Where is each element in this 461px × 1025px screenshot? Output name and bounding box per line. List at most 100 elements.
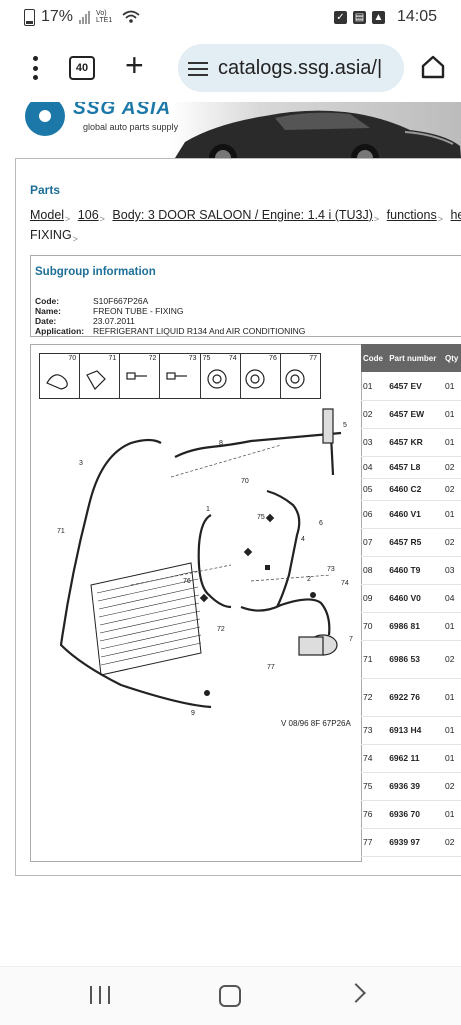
row-part-number[interactable]: 6457 EV [387, 372, 444, 401]
row-code: 01 [361, 372, 388, 401]
callout-8: 8 [219, 440, 223, 447]
diagram-reference: V 08/96 8F 67P26A [281, 719, 351, 728]
col-code: Code [361, 344, 388, 372]
system-nav-bar [0, 966, 461, 1025]
row-qty: 01 [443, 400, 461, 429]
callout-7: 7 [349, 636, 353, 643]
row-code: 71 [361, 640, 388, 679]
callout-9: 9 [191, 710, 195, 717]
back-icon[interactable] [346, 983, 366, 1003]
legend-cell: 70 [40, 354, 81, 398]
row-qty: 01 [443, 678, 461, 717]
col-part-number: Part number [387, 344, 444, 372]
row-code: 75 [361, 772, 388, 801]
gallery-notification-icon: ▲ [371, 10, 385, 24]
row-qty: 01 [443, 500, 461, 529]
status-bar: 17% Vo) LTE1 ✓ ▤ ▲ 14:05 [0, 0, 461, 34]
row-part-number[interactable]: 6457 L8 [387, 456, 444, 479]
row-code: 06 [361, 500, 388, 529]
row-part-number[interactable]: 6986 81 [387, 612, 444, 641]
row-part-number[interactable]: 6936 39 [387, 772, 444, 801]
network-label: Vo) LTE1 [96, 10, 113, 24]
browser-toolbar: 40 + catalogs.ssg.asia/| [0, 34, 461, 102]
battery-percent: 17% [41, 8, 74, 25]
row-part-number[interactable]: 6922 76 [387, 678, 444, 717]
signal-icon [79, 10, 91, 24]
tab-switcher-button[interactable]: 40 [69, 56, 95, 80]
car-image [175, 110, 461, 158]
row-part-number[interactable]: 6457 R5 [387, 528, 444, 557]
battery-icon [24, 8, 35, 26]
callout-4: 4 [301, 536, 305, 543]
site-logo[interactable]: SSG ASIA [73, 102, 172, 119]
breadcrumb-current: FIXING [30, 228, 72, 242]
home-icon[interactable] [420, 54, 446, 80]
row-qty: 01 [443, 372, 461, 401]
row-code: 73 [361, 716, 388, 745]
new-tab-icon[interactable]: + [125, 47, 144, 83]
subgroup-heading: Subgroup information [35, 266, 156, 278]
row-code: 09 [361, 584, 388, 613]
legend-cell: 77 [309, 355, 317, 362]
site-banner: SSG ASIA global auto parts supply [15, 102, 461, 158]
row-qty: 04 [443, 584, 461, 613]
row-qty: 01 [443, 428, 461, 457]
row-part-number[interactable]: 6460 T9 [387, 556, 444, 585]
legend-cell: 71 [80, 354, 121, 398]
legend-cell: 76 [241, 354, 281, 398]
row-part-number[interactable]: 6986 53 [387, 640, 444, 679]
callout-71: 71 [57, 528, 65, 535]
breadcrumb-functions[interactable]: functions [386, 208, 437, 222]
callout-70: 70 [241, 478, 249, 485]
breadcrumb-body-engine[interactable]: Body: 3 DOOR SALOON / Engine: 1.4 i (TU3… [112, 208, 373, 222]
row-part-number[interactable]: 6460 C2 [387, 478, 444, 501]
logo-gear-icon [25, 102, 65, 136]
more-options-icon[interactable] [20, 56, 50, 80]
url-text[interactable]: catalogs.ssg.asia/| [218, 56, 383, 79]
breadcrumb-model[interactable]: Model [30, 208, 65, 222]
row-part-number[interactable]: 6460 V1 [387, 500, 444, 529]
address-bar[interactable]: catalogs.ssg.asia/| [178, 44, 404, 92]
callout-2: 2 [307, 576, 311, 583]
row-part-number[interactable]: 6962 11 [387, 744, 444, 773]
site-tagline: global auto parts supply [83, 122, 179, 132]
row-qty: 02 [443, 772, 461, 801]
row-part-number[interactable]: 6939 97 [387, 828, 444, 857]
callout-72: 72 [217, 626, 225, 633]
table-header-row: Code Part number Qty [361, 344, 461, 372]
home-button-icon[interactable] [219, 985, 241, 1007]
site-settings-icon[interactable] [188, 59, 208, 77]
recent-apps-icon[interactable] [90, 986, 110, 1004]
breadcrumb-106[interactable]: 106 [77, 208, 99, 222]
row-part-number[interactable]: 6460 V0 [387, 584, 444, 613]
row-qty: 01 [443, 716, 461, 745]
breadcrumb-heating[interactable]: heating [450, 208, 461, 222]
row-part-number[interactable]: 6913 H4 [387, 716, 444, 745]
row-code: 03 [361, 428, 388, 457]
subgroup-info: Subgroup information Code:S10F667P26A Na… [30, 255, 461, 337]
row-part-number[interactable]: 6936 70 [387, 800, 444, 829]
callout-73: 73 [327, 566, 335, 573]
catalog-panel: Parts Model> 106> Body: 3 DOOR SALOON / … [15, 158, 461, 876]
callout-75: 75 [257, 514, 265, 521]
row-part-number[interactable]: 6457 EW [387, 400, 444, 429]
row-part-number[interactable]: 6457 KR [387, 428, 444, 457]
